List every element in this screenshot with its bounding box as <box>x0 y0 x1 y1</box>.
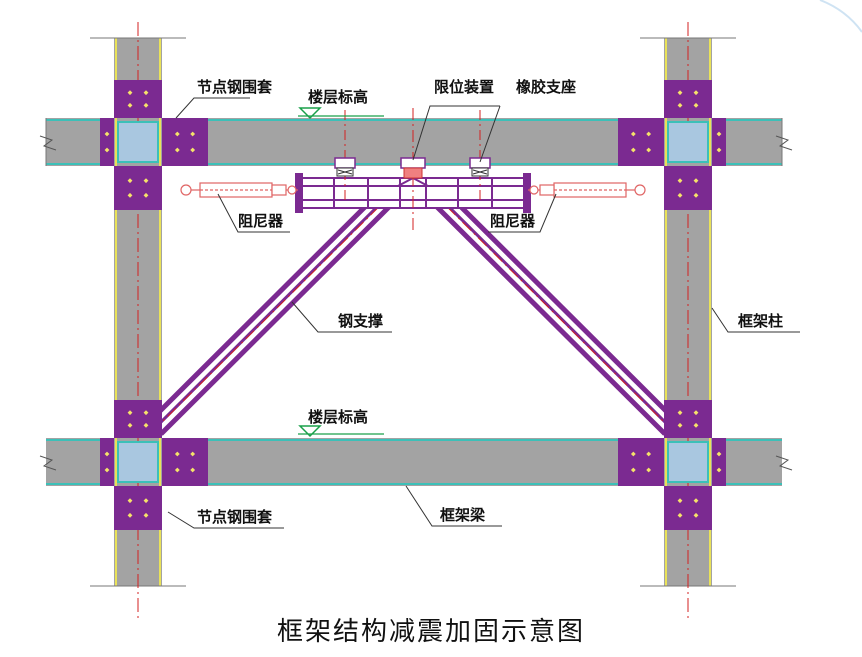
label-steel-brace: 钢支撑 <box>338 312 383 330</box>
node-sleeve-top-right <box>618 80 726 210</box>
bolt <box>716 451 722 457</box>
bolt <box>104 467 110 473</box>
bolt <box>646 451 652 457</box>
bolt <box>143 422 149 428</box>
bolt <box>716 147 722 153</box>
label-damper-left: 阻尼器 <box>238 212 284 230</box>
label-frame-beam: 框架梁 <box>440 506 486 524</box>
bolt <box>127 498 133 504</box>
bolt <box>190 147 196 153</box>
label-node-sleeve-bottom: 节点钢围套 <box>197 508 273 526</box>
bolt <box>127 192 133 198</box>
label-rubber-bearing: 橡胶支座 <box>516 78 576 96</box>
steel-brace-left <box>147 175 411 436</box>
bolt <box>693 90 699 96</box>
bolt <box>190 131 196 137</box>
rubber-bearing-left <box>334 157 356 177</box>
bolt <box>174 451 180 457</box>
bolt <box>716 131 722 137</box>
label-floor-elev-top: 楼层标高 <box>308 88 368 106</box>
bolt <box>104 147 110 153</box>
bolt <box>127 410 133 416</box>
bolt <box>677 90 683 96</box>
bolt <box>677 102 683 108</box>
bolt <box>646 467 652 473</box>
bolt <box>630 147 636 153</box>
bolt <box>127 90 133 96</box>
bolt <box>693 410 699 416</box>
level-mark-bottom <box>298 425 384 438</box>
bolt <box>127 102 133 108</box>
bolt <box>143 512 149 518</box>
bolt <box>174 147 180 153</box>
bolt <box>174 467 180 473</box>
bolt <box>716 467 722 473</box>
bolt <box>143 410 149 416</box>
bolt <box>677 422 683 428</box>
bolt <box>693 178 699 184</box>
bolt <box>677 192 683 198</box>
node-sleeves <box>100 80 726 530</box>
bolt <box>127 178 133 184</box>
bolt <box>630 451 636 457</box>
bolt <box>677 178 683 184</box>
bolt <box>127 512 133 518</box>
bolt <box>104 131 110 137</box>
bolt <box>646 147 652 153</box>
bolt <box>693 512 699 518</box>
node-sleeve-top-left <box>100 80 208 210</box>
corner-accent <box>819 0 862 33</box>
bolt <box>677 410 683 416</box>
bolt <box>143 192 149 198</box>
diagram-title: 框架结构减震加固示意图 <box>277 617 585 647</box>
label-node-sleeve-top: 节点钢围套 <box>197 78 273 96</box>
steel-brace-right <box>415 175 679 436</box>
bolt <box>646 131 652 137</box>
label-damper-right: 阻尼器 <box>490 212 536 230</box>
damper-right <box>528 182 646 198</box>
bolt <box>143 90 149 96</box>
bolt <box>143 498 149 504</box>
bolt <box>630 131 636 137</box>
bolt <box>693 422 699 428</box>
leader-lines <box>167 97 800 529</box>
level-mark-top <box>298 107 384 120</box>
bolt <box>174 131 180 137</box>
label-frame-column: 框架柱 <box>738 312 783 330</box>
bolt <box>693 102 699 108</box>
label-floor-elev-bottom: 楼层标高 <box>308 408 368 426</box>
bolt <box>630 467 636 473</box>
bolt <box>693 498 699 504</box>
bolt <box>677 512 683 518</box>
bolt <box>190 467 196 473</box>
rubber-bearing-right <box>469 157 491 177</box>
bolt <box>693 192 699 198</box>
bolt <box>143 178 149 184</box>
bolt <box>190 451 196 457</box>
bolt <box>104 451 110 457</box>
node-sleeve-bottom-left <box>100 400 208 530</box>
break-marks <box>39 135 793 471</box>
bolt <box>127 422 133 428</box>
node-sleeve-bottom-right <box>618 400 726 530</box>
bolt <box>677 498 683 504</box>
label-limit-device: 限位装置 <box>434 78 494 96</box>
bolt <box>143 102 149 108</box>
damper-left <box>180 182 298 198</box>
limit-device <box>400 157 426 179</box>
